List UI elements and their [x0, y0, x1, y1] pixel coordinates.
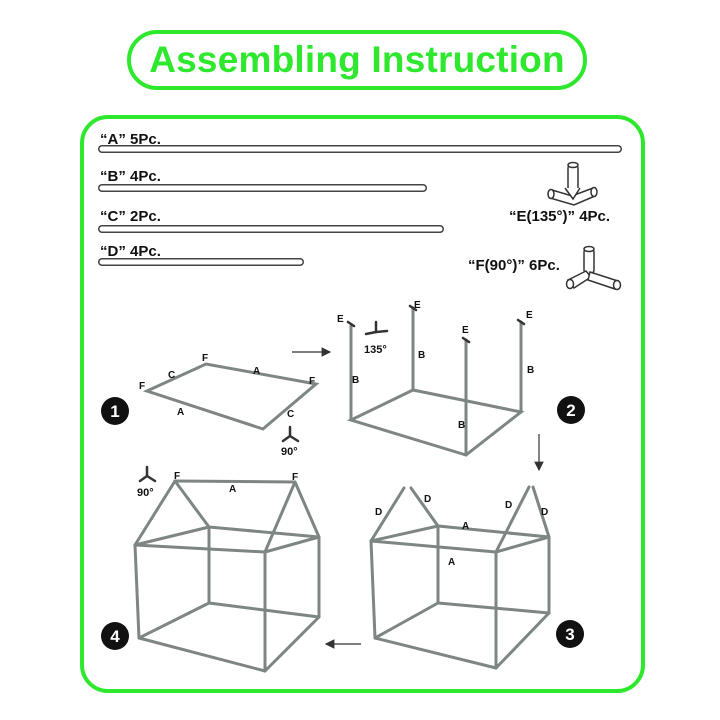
part-b-label: “B” 4Pc. [100, 168, 161, 185]
step-3-number: 3 [565, 625, 574, 644]
small-connector-90-icon [138, 465, 157, 483]
step4-angle-90: 90° [137, 487, 154, 499]
step3-label-d: D [505, 500, 512, 511]
page-title: Assembling Instruction [149, 39, 565, 80]
step-2-number: 2 [566, 401, 575, 420]
step2-label-b: B [352, 375, 359, 386]
step-3-badge: 3 [556, 620, 584, 648]
connector-f-icon [565, 245, 622, 291]
step-1-badge: 1 [101, 397, 129, 425]
step3-label-a: A [448, 557, 455, 568]
step1-label-f: F [139, 381, 145, 392]
step1-label-a: A [177, 407, 184, 418]
step4-label-a: A [229, 484, 236, 495]
step-4-frame [133, 479, 321, 673]
step2-label-b: B [418, 350, 425, 361]
step-3-frame [369, 485, 551, 670]
step1-label-f: F [202, 353, 208, 364]
step-1-frame [142, 362, 320, 431]
step1-label-f: F [309, 376, 315, 387]
step2-label-e: E [462, 325, 469, 336]
part-c-label: “C” 2Pc. [100, 208, 161, 225]
step3-label-d: D [375, 507, 382, 518]
step1-label-c: C [168, 370, 175, 381]
step3-label-d: D [541, 507, 548, 518]
step3-label-a: A [462, 521, 469, 532]
title-banner: Assembling Instruction [127, 30, 587, 90]
step2-label-e: E [414, 300, 421, 311]
step-4-number: 4 [110, 627, 120, 646]
step2-label-b: B [527, 365, 534, 376]
step-4-badge: 4 [101, 622, 129, 650]
step2-label-e: E [337, 314, 344, 325]
step1-label-c: C [287, 409, 294, 420]
connector-e-icon [547, 161, 598, 206]
step1-label-a: A [253, 366, 260, 377]
step4-label-f: F [292, 472, 298, 483]
step1-angle-90: 90° [281, 446, 298, 458]
step-2-badge: 2 [557, 396, 585, 424]
part-d-label: “D” 4Pc. [100, 243, 161, 260]
step-1-number: 1 [110, 402, 119, 421]
instruction-panel [80, 115, 645, 693]
small-connector-135-icon [364, 320, 389, 336]
step2-label-e: E [526, 310, 533, 321]
e-connector-marks [346, 304, 526, 344]
small-connector-90-icon [281, 425, 300, 443]
step3-label-d: D [424, 494, 431, 505]
step2-label-b: B [458, 420, 465, 431]
part-a-label: “A” 5Pc. [100, 131, 161, 148]
step-2-frame [346, 306, 525, 457]
step4-label-f: F [174, 471, 180, 482]
step2-angle-135: 135° [364, 344, 387, 356]
part-e-label: “E(135°)” 4Pc. [509, 208, 610, 225]
part-f-label: “F(90°)” 6Pc. [468, 257, 560, 274]
